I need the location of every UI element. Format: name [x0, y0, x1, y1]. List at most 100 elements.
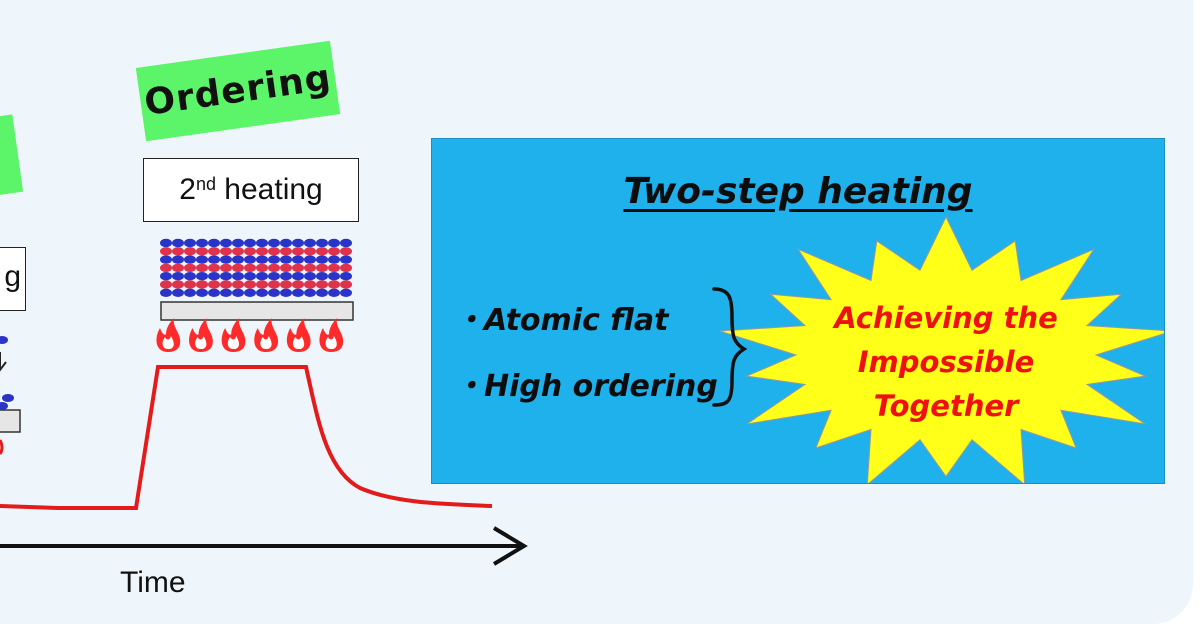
flame-icon: [0, 439, 4, 455]
atom: [160, 272, 172, 281]
flame-icon: [156, 318, 181, 352]
flame-outer: [156, 318, 181, 352]
flame-outer: [286, 318, 311, 352]
atom: [268, 247, 280, 256]
atom: [160, 288, 172, 297]
flame-outer: [221, 318, 246, 352]
atom: [208, 255, 220, 264]
atom: [232, 288, 244, 297]
atom: [292, 263, 304, 273]
bullet-high-ordering: ・High ordering: [454, 369, 718, 404]
atom: [172, 280, 184, 289]
atom: [292, 247, 304, 256]
atom: [244, 288, 256, 297]
atom: [208, 288, 220, 297]
atom: [256, 255, 268, 264]
atom: [292, 288, 304, 297]
atom: [304, 247, 316, 256]
atom: [280, 263, 292, 273]
ordering-tag-text: Ordering: [141, 57, 334, 124]
atom: [208, 280, 220, 289]
atom: [328, 247, 340, 256]
atom: [280, 238, 292, 248]
atom: [328, 272, 340, 281]
atom: [316, 288, 328, 297]
atom: [208, 247, 220, 256]
atom: [208, 263, 220, 273]
atom: [220, 280, 232, 289]
second-heating-number: 2: [179, 173, 196, 206]
atom: [220, 247, 232, 256]
atom: [340, 255, 352, 264]
flame-core: [260, 336, 272, 349]
atom: [220, 263, 232, 273]
panel-title: Two-step heating: [432, 171, 1164, 212]
flame-core: [227, 336, 240, 349]
atom: [232, 272, 244, 281]
atom: [256, 280, 268, 289]
atom-lattice: [160, 238, 352, 297]
first-heating-label: g: [0, 247, 26, 311]
atom: [280, 247, 292, 256]
flame-outer: [254, 318, 279, 352]
atom: [208, 272, 220, 281]
atom: [244, 272, 256, 281]
flame-outer: [189, 318, 213, 352]
atom: [316, 247, 328, 256]
atom: [280, 272, 292, 281]
atom: [328, 238, 340, 248]
flame-outer: [319, 318, 344, 352]
atom: [160, 238, 172, 248]
atom: [304, 263, 316, 273]
atom: [268, 272, 280, 281]
atom: [184, 280, 196, 289]
atom-left: [2, 394, 14, 402]
down-arrow-icon: [0, 352, 7, 372]
flame-row: [156, 318, 344, 352]
atom-left: [0, 402, 8, 410]
atom: [160, 263, 172, 273]
atom: [268, 288, 280, 297]
atom: [304, 288, 316, 297]
substrate-plate-left: [0, 409, 21, 433]
panel-title-text: Two-step heating: [623, 171, 973, 212]
atom: [340, 272, 352, 281]
atom: [196, 280, 208, 289]
atom: [316, 272, 328, 281]
flame-core: [195, 336, 207, 349]
flame-icon: [319, 318, 344, 352]
substrate-plate: [160, 301, 354, 321]
flame-core: [325, 336, 337, 349]
atom: [316, 280, 328, 289]
atom: [244, 238, 256, 248]
arrow-right-icon: [492, 526, 528, 566]
atom: [292, 255, 304, 264]
atom: [232, 255, 244, 264]
flame-icon: [286, 318, 311, 352]
atom: [184, 247, 196, 256]
atom: [328, 255, 340, 264]
bullet-atomic-flat: ・Atomic flat: [454, 303, 669, 338]
atom: [244, 255, 256, 264]
panel-graphics: [712, 215, 1164, 483]
atom: [268, 263, 280, 273]
atom: [160, 247, 172, 256]
atom: [220, 255, 232, 264]
atom: [172, 238, 184, 248]
atom: [340, 238, 352, 248]
atom: [196, 263, 208, 273]
atom: [256, 272, 268, 281]
atom: [196, 238, 208, 248]
atom: [196, 288, 208, 297]
atom: [244, 280, 256, 289]
atom: [196, 272, 208, 281]
atom: [304, 272, 316, 281]
atom: [196, 247, 208, 256]
flame-core: [293, 336, 305, 349]
atom: [232, 280, 244, 289]
atom: [184, 255, 196, 264]
atom: [316, 238, 328, 248]
atom: [340, 288, 352, 297]
atom: [184, 238, 196, 248]
second-heating-ordinal: nd: [195, 174, 216, 194]
